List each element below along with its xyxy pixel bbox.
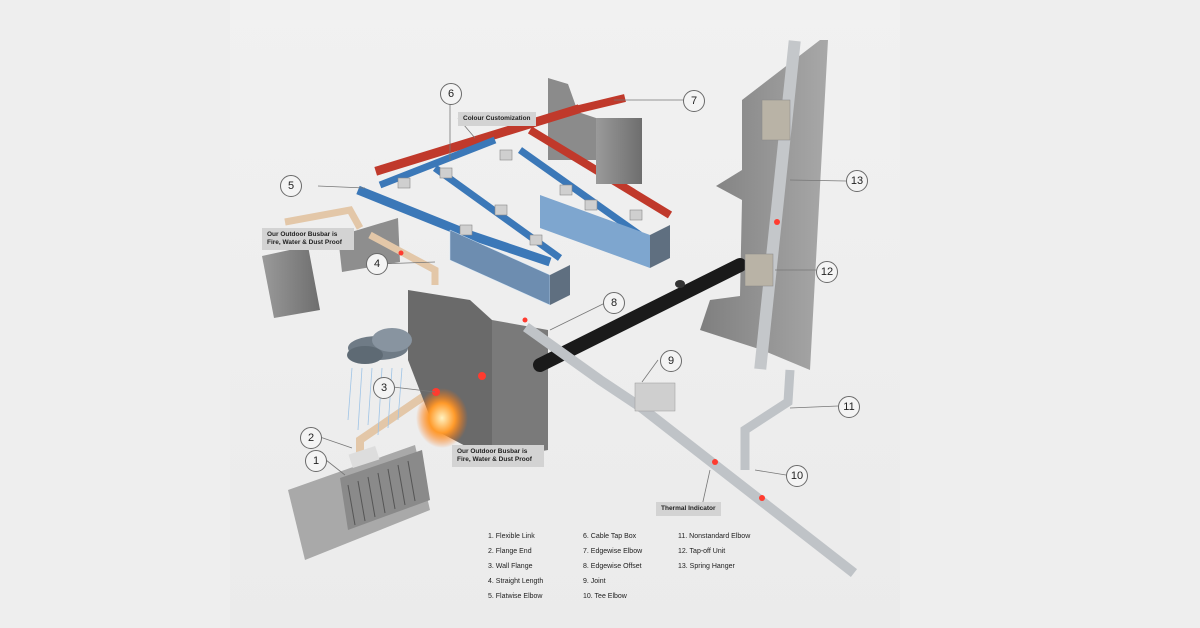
thermal-indicator-label: Thermal Indicator bbox=[656, 502, 721, 517]
storm-cloud bbox=[347, 328, 412, 364]
busbar-system-illustration bbox=[262, 40, 858, 578]
cabinet-bank-right bbox=[540, 195, 670, 268]
legend-item: 11. Nonstandard Elbow bbox=[678, 533, 751, 540]
legend-item: 2. Flange End bbox=[488, 548, 532, 555]
tan-busbar-top bbox=[284, 206, 364, 230]
black-pipe bbox=[533, 258, 747, 372]
callout-2: 2 bbox=[300, 427, 322, 449]
back-wall-fragment bbox=[548, 78, 596, 160]
outdoor-busbar-label-top: Our Outdoor Busbar is Fire, Water & Dust… bbox=[262, 228, 354, 251]
legend-item: 3. Wall Flange bbox=[488, 563, 533, 570]
legend-item: 4. Straight Length bbox=[488, 578, 544, 585]
callout-10: 10 bbox=[786, 465, 808, 487]
legend-item: 13. Spring Hanger bbox=[678, 563, 735, 570]
legend-item: 6. Cable Tap Box bbox=[583, 533, 637, 540]
callout-9: 9 bbox=[660, 350, 682, 372]
tap-off-unit-upper bbox=[761, 99, 791, 141]
legend-item: 9. Joint bbox=[583, 578, 606, 585]
back-cabinet bbox=[596, 118, 642, 184]
callout-7: 7 bbox=[683, 90, 705, 112]
blue-busbar-upper bbox=[378, 136, 497, 189]
leader-lines bbox=[317, 99, 847, 507]
legend-item: 1. Flexible Link bbox=[488, 533, 535, 540]
outdoor-busbar-label-bottom: Our Outdoor Busbar is Fire, Water & Dust… bbox=[452, 445, 544, 468]
cabinet-bank-left bbox=[449, 229, 570, 306]
callout-6: 6 bbox=[440, 83, 462, 105]
legend-item: 12. Tap-off Unit bbox=[678, 548, 726, 555]
callout-5: 5 bbox=[280, 175, 302, 197]
tan-busbar-mid bbox=[368, 231, 439, 285]
callout-4: 4 bbox=[366, 253, 388, 275]
joint-box bbox=[634, 382, 676, 412]
tap-boxes bbox=[397, 149, 643, 246]
outdoor-cabinet bbox=[262, 246, 320, 318]
callout-1: 1 bbox=[305, 450, 327, 472]
legend-item: 10. Tee Elbow bbox=[583, 593, 627, 600]
legend-item: 7. Edgewise Elbow bbox=[583, 548, 643, 555]
callout-13: 13 bbox=[846, 170, 868, 192]
silver-busbar-main bbox=[523, 323, 858, 578]
colour-customization-label: Colour Customization bbox=[458, 112, 536, 127]
callout-12: 12 bbox=[816, 261, 838, 283]
legend-item: 8. Edgewise Offset bbox=[583, 563, 642, 570]
right-wall bbox=[700, 40, 828, 370]
callout-11: 11 bbox=[838, 396, 860, 418]
switchgear-right bbox=[492, 320, 548, 460]
red-busbar-main bbox=[374, 104, 581, 176]
component-legend: 1. Flexible Link 2. Flange End 3. Wall F… bbox=[488, 533, 788, 608]
tap-off-unit-lower bbox=[744, 253, 774, 287]
blue-busbar-right bbox=[517, 147, 643, 238]
switchgear-main bbox=[408, 290, 492, 460]
callout-8: 8 bbox=[603, 292, 625, 314]
thermal-markers bbox=[398, 219, 780, 501]
silver-busbar-elbow bbox=[740, 369, 795, 470]
pipe-end bbox=[675, 280, 685, 288]
legend-item: 5. Flatwise Elbow bbox=[488, 593, 543, 600]
diagram-canvas: 1 2 3 4 5 6 7 8 9 10 11 12 13 Colour Cus… bbox=[230, 0, 900, 628]
fire-effect bbox=[416, 388, 468, 448]
transformer bbox=[288, 445, 430, 560]
callout-3: 3 bbox=[373, 377, 395, 399]
